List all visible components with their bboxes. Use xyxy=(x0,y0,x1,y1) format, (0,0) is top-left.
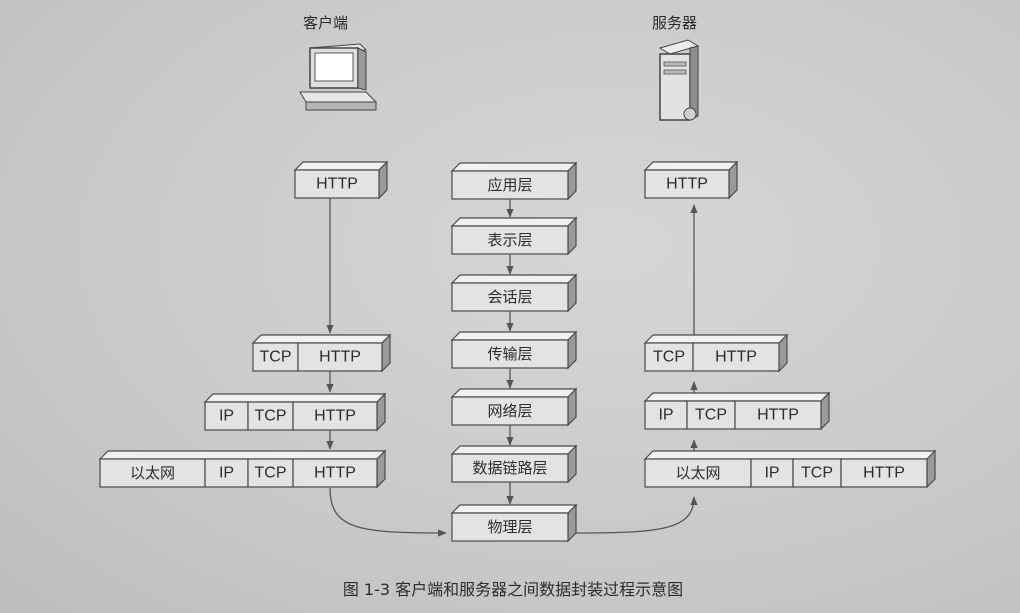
client-row-ip-seg-ip: IP xyxy=(204,401,249,431)
server-label: 服务器 xyxy=(652,14,698,32)
client-row-tcp-seg-tcp: TCP xyxy=(252,342,299,372)
server-row-eth-seg-ip: IP xyxy=(750,458,794,488)
segment-label: HTTP xyxy=(316,176,358,193)
server-row-eth-seg-以太网: 以太网 xyxy=(644,458,752,488)
figure-caption: 图 1-3 客户端和服务器之间数据封装过程示意图 xyxy=(343,580,683,599)
segment-label: 以太网 xyxy=(675,464,720,482)
segment-label: IP xyxy=(219,408,234,425)
osi-layer-1-label: 应用层 xyxy=(487,176,532,194)
server-row-tcp: TCP HTTP xyxy=(643,333,789,373)
client-row-http: HTTP xyxy=(293,160,389,200)
osi-layer-1: 应用层 xyxy=(450,161,578,201)
physical-to-server-arrow xyxy=(575,496,698,534)
osi-layer-4-label: 传输层 xyxy=(487,345,532,363)
segment-label: IP xyxy=(219,465,234,482)
segment-label: 以太网 xyxy=(130,464,175,482)
segment-label: TCP xyxy=(801,465,833,482)
segment-label: TCP xyxy=(695,407,727,424)
client-label: 客户端 xyxy=(303,14,349,32)
client-row-eth-seg-tcp: TCP xyxy=(247,458,294,488)
client-computer-icon xyxy=(299,43,378,111)
server-row-ip: IP TCP HTTP xyxy=(643,391,831,431)
client-row-tcp: TCP HTTP xyxy=(251,333,392,373)
segment-label: HTTP xyxy=(715,349,757,366)
osi-layer-2: 表示层 xyxy=(450,216,578,256)
server-row-ip-seg-ip: IP xyxy=(644,400,688,430)
server-row-http-seg-http: HTTP xyxy=(644,169,730,199)
client-row-http-seg-http: HTTP xyxy=(294,169,380,199)
client-row-ip-seg-http: HTTP xyxy=(292,401,378,431)
segment-label: IP xyxy=(764,465,779,482)
server-row-eth: 以太网 IP TCP HTTP xyxy=(643,449,937,489)
client-row-tcp-seg-http: HTTP xyxy=(297,342,383,372)
server-row-tcp-seg-tcp: TCP xyxy=(644,342,694,372)
server-row-ip-seg-http: HTTP xyxy=(734,400,822,430)
server-row-tcp-seg-http: HTTP xyxy=(692,342,780,372)
osi-layer-6-label: 数据链路层 xyxy=(472,459,547,477)
client-row-eth-seg-以太网: 以太网 xyxy=(99,458,206,488)
osi-layer-5-label: 网络层 xyxy=(487,402,532,420)
osi-layer-6: 数据链路层 xyxy=(450,444,578,484)
osi-layer-3: 会话层 xyxy=(450,273,578,313)
segment-label: TCP xyxy=(255,408,287,425)
segment-label: HTTP xyxy=(863,465,905,482)
client-row-eth-seg-http: HTTP xyxy=(292,458,378,488)
osi-layer-3-label: 会话层 xyxy=(487,288,532,306)
server-row-ip-seg-tcp: TCP xyxy=(686,400,736,430)
segment-label: HTTP xyxy=(314,408,356,425)
osi-layer-7: 物理层 xyxy=(450,503,578,543)
segment-label: HTTP xyxy=(314,465,356,482)
segment-label: HTTP xyxy=(666,176,708,193)
server-row-eth-seg-tcp: TCP xyxy=(792,458,842,488)
server-icon xyxy=(658,39,700,121)
segment-label: TCP xyxy=(260,349,292,366)
segment-label: HTTP xyxy=(757,407,799,424)
osi-layer-7-label: 物理层 xyxy=(487,518,532,536)
osi-layer-2-label: 表示层 xyxy=(487,231,532,249)
client-row-eth-seg-ip: IP xyxy=(204,458,249,488)
client-row-ip: IP TCP HTTP xyxy=(203,392,387,432)
server-row-eth-seg-http: HTTP xyxy=(840,458,928,488)
server-row-http: HTTP xyxy=(643,160,739,200)
segment-label: IP xyxy=(658,407,673,424)
osi-layer-4: 传输层 xyxy=(450,330,578,370)
connection-lines xyxy=(326,191,698,537)
segment-label: TCP xyxy=(653,349,685,366)
client-row-eth: 以太网 IP TCP HTTP xyxy=(98,449,387,489)
segment-label: TCP xyxy=(255,465,287,482)
segment-label: HTTP xyxy=(319,349,361,366)
client-to-physical-arrow xyxy=(329,487,447,537)
osi-layer-5: 网络层 xyxy=(450,387,578,427)
client-row-ip-seg-tcp: TCP xyxy=(247,401,294,431)
